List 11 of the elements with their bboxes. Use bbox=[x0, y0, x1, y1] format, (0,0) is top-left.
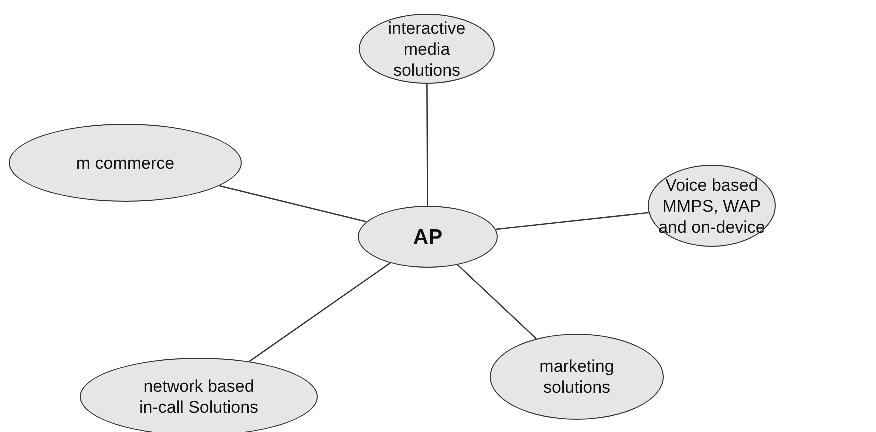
node-label: network based in-call Solutions bbox=[139, 376, 259, 418]
node-label: m commerce bbox=[76, 152, 175, 174]
connector-line bbox=[249, 262, 391, 362]
connector-line bbox=[426, 84, 428, 206]
connector-line bbox=[219, 185, 367, 223]
connector-line bbox=[457, 264, 537, 340]
node-label: marketing solutions bbox=[538, 356, 616, 398]
connector-line bbox=[496, 212, 649, 230]
node-label: interactive media solutions bbox=[387, 18, 467, 80]
node-label: Voice based MMPS, WAP and on-device bbox=[658, 174, 766, 238]
node-label: AP bbox=[413, 226, 443, 248]
